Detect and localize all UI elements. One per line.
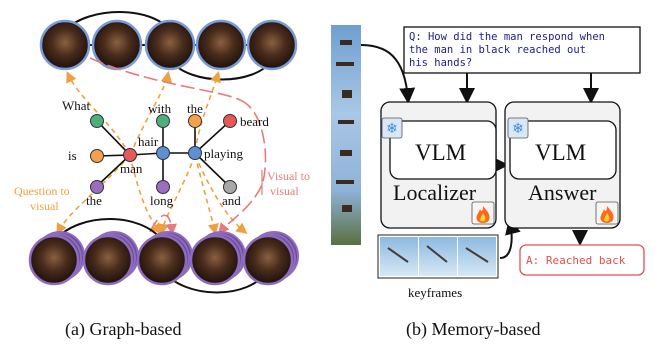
node-playing: [188, 146, 202, 160]
bottom-frame-2: [82, 231, 139, 286]
visual-to-visual-edges: [89, 57, 267, 236]
node-long: [156, 180, 170, 194]
localizer-vlm-label: VLM: [415, 140, 466, 165]
question-box: [403, 26, 641, 74]
bottom-frame-3: [136, 231, 193, 286]
word-what: What: [62, 98, 91, 113]
node-is: [90, 149, 104, 163]
bottom-frame-4: [189, 231, 246, 286]
top-frame-5: [246, 19, 298, 71]
bottom-frames: [28, 231, 299, 286]
panel-a-graph-based: What with the beard is hair playing man …: [14, 11, 310, 340]
arrow-strip-to-localizer: [360, 44, 416, 104]
answer-output-box: [519, 244, 645, 276]
answer-module: VLM Answer ❄: [504, 101, 621, 229]
answer-vlm-label: VLM: [535, 140, 586, 165]
word-playing: playing: [204, 146, 243, 161]
svg-text:❄: ❄: [512, 121, 524, 137]
node-and: [223, 180, 237, 194]
video-strip-figures: [336, 40, 354, 212]
node-beard: [223, 114, 237, 128]
text-graph-nodes: [90, 114, 237, 194]
node-hair: [156, 146, 170, 160]
word-with: with: [148, 101, 172, 116]
node-man: [123, 148, 137, 162]
top-frame-4: [195, 19, 247, 71]
bottom-frame-5: [242, 231, 299, 286]
fire-icon: [595, 201, 619, 225]
word-hair: hair: [138, 134, 159, 149]
localizer-label: Localizer: [393, 180, 477, 205]
panel-b-memory-based: Q: How did the man respond when the man …: [331, 25, 645, 340]
snowflake-icon: ❄: [507, 117, 529, 139]
fire-icon: [471, 201, 495, 225]
word-beard: beard: [240, 114, 269, 129]
top-frame-1: [39, 19, 91, 71]
question-line-3: his hands?: [409, 57, 472, 69]
keyframes-label: keyframes: [408, 285, 462, 300]
caption-b: (b) Memory-based: [406, 319, 540, 340]
question-line-1: Q: How did the man respond when: [409, 31, 605, 43]
svg-text:❄: ❄: [386, 121, 398, 137]
keyframe-3: [458, 237, 496, 276]
word-is: is: [68, 148, 77, 163]
caption-a: (a) Graph-based: [65, 319, 181, 340]
keyframe-2: [419, 237, 457, 276]
question-to-visual-edges: [56, 70, 248, 236]
snowflake-icon: ❄: [381, 117, 403, 139]
top-frames: [39, 19, 298, 71]
word-long: long: [150, 193, 174, 208]
word-the-top: the: [187, 101, 203, 116]
annotation-visual-to-visual-line2: visual: [270, 184, 299, 198]
bottom-frame-1: [28, 231, 85, 286]
word-man: man: [120, 161, 143, 176]
question-line-2: the man in black reached out: [409, 44, 586, 56]
top-frame-3: [144, 19, 196, 71]
annotation-visual-to-visual-line1: Visual to: [267, 169, 310, 183]
node-what: [90, 114, 104, 128]
answer-label: Answer: [528, 180, 597, 205]
annotation-question-to-visual-line1: Question to: [14, 184, 70, 198]
localizer-module: VLM Localizer ❄: [380, 101, 497, 229]
node-with: [156, 114, 170, 128]
answer-output-text: A: Reached back: [526, 254, 626, 267]
keyframes-strip: [377, 234, 499, 279]
node-the-top: [188, 114, 202, 128]
annotation-question-to-visual-line2: visual: [30, 199, 59, 213]
word-the-bottom: the: [86, 193, 102, 208]
node-the-bottom: [90, 180, 104, 194]
word-and: and: [222, 193, 241, 208]
